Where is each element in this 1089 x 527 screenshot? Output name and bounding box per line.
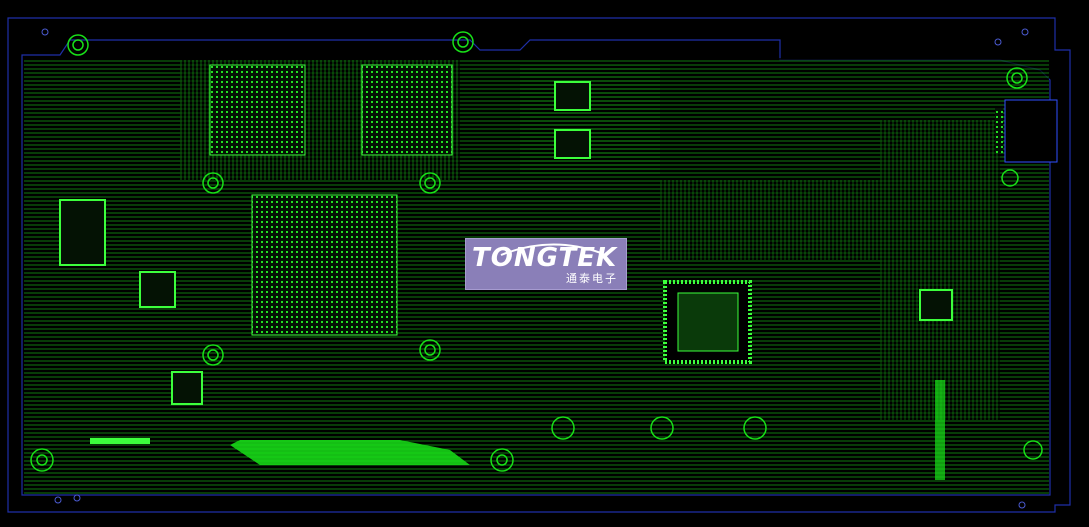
bottom-bus [90,380,945,480]
small-ics [59,81,953,405]
logo-swoosh [500,243,602,256]
bga-memory-left [209,64,306,156]
drill-marks [41,28,1029,509]
right-connector [995,99,1058,163]
mounting-holes [30,31,1043,472]
board-outline [7,17,1071,513]
logo-subtitle: 通泰电子 [566,272,618,285]
bga-main-cpu [251,194,398,336]
bga-memory-right [361,64,453,156]
tongtek-logo: TONGTEK 通泰电子 [465,238,627,290]
logo-brand: TONGTEK [472,243,618,273]
qfp-chip [663,280,752,364]
